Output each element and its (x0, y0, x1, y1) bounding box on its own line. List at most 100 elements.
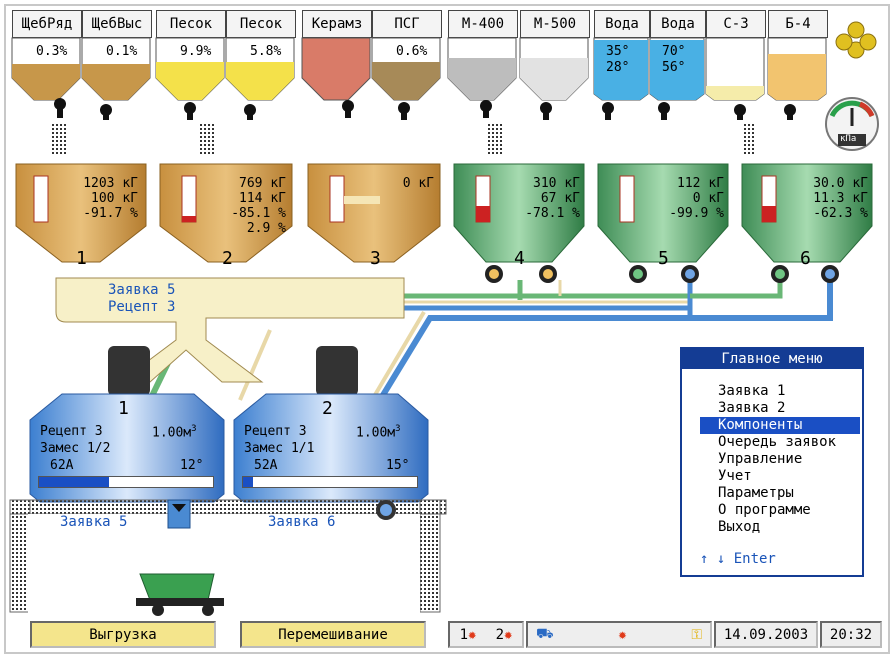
doser-line: 67 кГ (540, 191, 580, 206)
fan-icon (835, 21, 877, 59)
doser-line: 0 кГ (692, 191, 724, 206)
doser-4-number: 4 (514, 248, 525, 269)
mixer-2-progress-fill (243, 477, 254, 487)
doser-line: 310 кГ (533, 176, 580, 191)
key-icon[interactable]: ⚿ (691, 626, 702, 643)
doser-5-number: 5 (658, 248, 669, 269)
alarm-icon: ✹ (618, 626, 627, 643)
mixer-1-progress-fill (39, 477, 109, 487)
doser-line: -99.9 % (669, 206, 724, 221)
doser-line: 30.0 кГ (813, 176, 868, 191)
doser-line: -78.1 % (525, 206, 580, 221)
mixer-2-current: 52А (254, 458, 278, 473)
mixer-2-number: 2 (322, 398, 333, 419)
mixer-2-indicator: 2✹ (495, 626, 513, 643)
mixing-button[interactable]: Перемешивание (240, 621, 426, 648)
menu-item-6[interactable]: Учет (718, 468, 752, 484)
pressure-gauge-icon (825, 97, 879, 151)
doser-line: -91.7 % (83, 206, 138, 221)
mixer-1-recipe: Рецепт 3 (40, 424, 103, 439)
mixer-1-volume: 1.00м3 (152, 424, 197, 441)
bin-shaft-group (11, 37, 827, 101)
menu-item-8[interactable]: О программе (718, 502, 811, 518)
conveyor-order: Заявка 5 (108, 282, 176, 298)
doser-3-readout: 0 кГ (352, 176, 434, 191)
bin-valves (54, 98, 796, 120)
unload-button[interactable]: Выгрузка (30, 621, 216, 648)
truck-icon (136, 573, 224, 616)
bin-label-2[interactable]: ЩебВыс (82, 10, 152, 38)
doser-3-number: 3 (370, 248, 381, 269)
bin-value-4: 5.8% (250, 44, 282, 59)
mixer-1-body (29, 393, 225, 503)
menu-item-2[interactable]: Заявка 2 (718, 400, 786, 416)
mixer-status-indicators: 1✹ 2✹ (448, 621, 524, 648)
pipes (147, 280, 833, 402)
weigh-hoppers (15, 163, 873, 263)
gauge-unit: кПа (840, 134, 857, 144)
doser-line: -85.1 % (231, 206, 286, 221)
mixer-2-body (233, 393, 429, 503)
mixer-2-progress (242, 476, 418, 488)
bin-5-shape (301, 37, 371, 101)
status-icons: ⛟ ✹ ⚿ (526, 621, 712, 648)
bin-label-1[interactable]: ЩебРяд (12, 10, 82, 38)
time-display: 20:32 (820, 621, 882, 648)
menu-item-9[interactable]: Выход (718, 519, 761, 535)
conveyor-recipe: Рецепт 3 (108, 299, 176, 315)
mixer-1-number: 1 (118, 398, 129, 419)
menu-item-7[interactable]: Параметры (718, 485, 794, 501)
bin-value-9: 35° 28° (606, 44, 630, 75)
bin-label-10[interactable]: Вода (650, 10, 706, 38)
bin-label-7[interactable]: М-400 (448, 10, 518, 38)
bin-value-6: 0.6% (396, 44, 428, 59)
bin-label-12[interactable]: Б-4 (768, 10, 828, 38)
bin-value-10: 70° 56° (662, 44, 686, 75)
menu-hint: ↑ ↓ Enter (700, 551, 776, 567)
bin-label-6[interactable]: ПСГ (372, 10, 442, 38)
doser-line: 114 кГ (239, 191, 286, 206)
doser-1-number: 1 (76, 248, 87, 269)
bin-label-8[interactable]: М-500 (520, 10, 590, 38)
conveyor (55, 277, 405, 383)
mixer-2-temp: 15° (386, 458, 410, 473)
menu-item-4[interactable]: Очередь заявок (718, 434, 837, 450)
mixer-truck-icon: ⛟ (536, 625, 554, 642)
mixer-1-batch: Замес 1/2 (40, 441, 111, 456)
bin-value-2: 0.1% (106, 44, 138, 59)
mixer-2-motor (316, 346, 358, 396)
doser-line: 769 кГ (239, 176, 286, 191)
mixer-1-motor (108, 346, 150, 396)
doser-line: 0 кГ (402, 176, 434, 191)
bin-value-1: 0.3% (36, 44, 68, 59)
doser-2-number: 2 (222, 248, 233, 269)
spark-icon: ✹ (504, 626, 513, 643)
menu-item-5[interactable]: Управление (718, 451, 803, 467)
menu-item-1[interactable]: Заявка 1 (718, 383, 786, 399)
doser-line: 112 кГ (677, 176, 724, 191)
mixer-1-temp: 12° (180, 458, 204, 473)
doser-line: 1203 кГ (83, 176, 138, 191)
mixer-2-order: Заявка 6 (268, 514, 336, 530)
building-frame (9, 499, 447, 624)
menu-item-3[interactable]: Компоненты (700, 417, 860, 434)
date-display: 14.09.2003 (714, 621, 818, 648)
dispense-valves (485, 265, 839, 283)
bin-label-5[interactable]: Керамз (302, 10, 372, 38)
doser-line: -62.3 % (813, 206, 868, 221)
mixer-1-order: Заявка 5 (60, 514, 128, 530)
doser-line: 100 кГ (91, 191, 138, 206)
mixer-2-batch: Замес 1/1 (244, 441, 315, 456)
doser-6-number: 6 (800, 248, 811, 269)
level-bars (33, 175, 777, 223)
mixer-1-indicator: 1✹ (459, 626, 477, 643)
mixer-1-current: 62А (50, 458, 74, 473)
doser-line: 11.3 кГ (813, 191, 868, 206)
